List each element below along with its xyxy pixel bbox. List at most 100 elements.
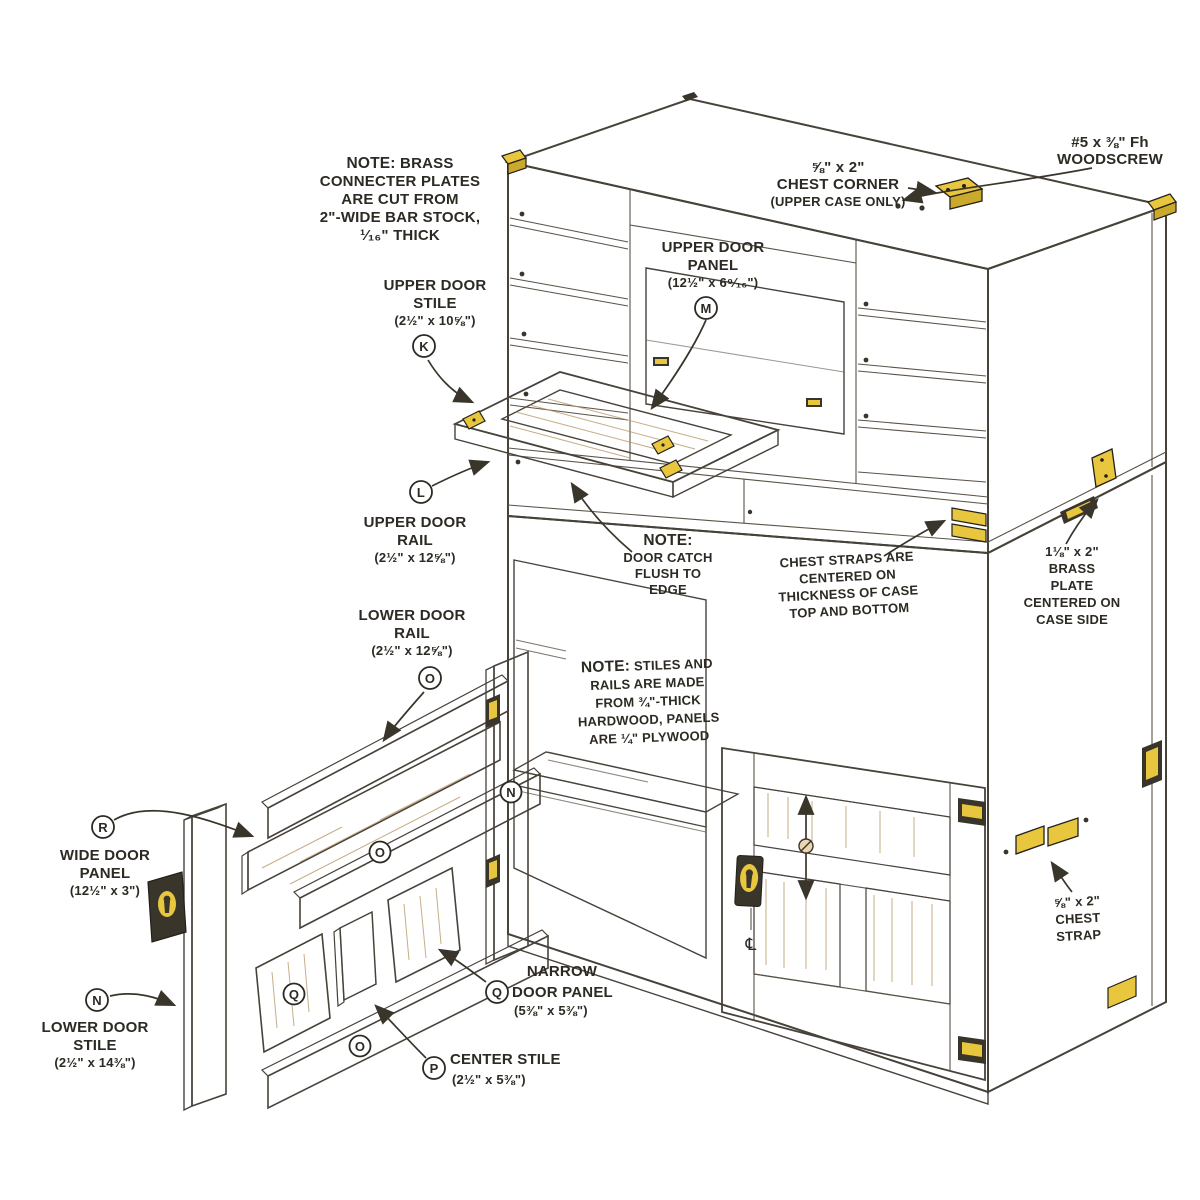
latch-plate-part xyxy=(147,871,187,943)
leader-lower-door-stile xyxy=(109,990,177,1007)
brass-plate-hardware xyxy=(1091,448,1117,488)
left-shelves xyxy=(509,211,629,421)
center-stile-part xyxy=(333,910,377,1008)
leader-chest-strap xyxy=(1050,860,1073,893)
svg-text:THICKNESS OF CASE: THICKNESS OF CASE xyxy=(778,582,919,604)
part-letter-o: O xyxy=(418,666,442,690)
part-letter-o-on-bottom-rail: O xyxy=(348,1034,372,1058)
svg-text:L: L xyxy=(417,485,425,500)
chest-corner-bottom-right xyxy=(1107,975,1137,1009)
svg-text:DOOR CATCH: DOOR CATCH xyxy=(623,550,712,565)
stile-hinge-bottom xyxy=(486,854,500,888)
compartment-shelf xyxy=(512,751,740,833)
upper-bottom-shelf xyxy=(507,447,989,523)
svg-text:K: K xyxy=(419,339,429,354)
back-edge-hinge xyxy=(1142,740,1162,788)
frame-edge-right xyxy=(672,428,779,499)
woodscrew-dot xyxy=(895,203,901,209)
lower-case-interior: ℄ xyxy=(512,559,986,1082)
svg-text:(2½" x 14⅜"): (2½" x 14⅜") xyxy=(54,1055,135,1070)
leader-upper-door-rail xyxy=(431,459,491,487)
svg-text:CENTER STILE: CENTER STILE xyxy=(450,1051,561,1068)
leader-upper-door-panel xyxy=(650,319,707,411)
labels: NOTE: BRASS CONNECTER PLATES ARE CUT FRO… xyxy=(42,134,1164,1087)
svg-text:CHEST: CHEST xyxy=(1055,910,1101,927)
svg-text:ARE ¼" PLYWOOD: ARE ¼" PLYWOOD xyxy=(589,728,710,747)
svg-text:⅝" x 2": ⅝" x 2" xyxy=(1054,893,1101,910)
svg-text:NOTE:: NOTE: xyxy=(643,532,692,549)
label-note-door-catch: NOTE: DOOR CATCH FLUSH TO EDGE xyxy=(623,532,712,597)
svg-text:NOTE: BRASS: NOTE: BRASS xyxy=(346,155,453,172)
svg-text:M: M xyxy=(700,301,711,316)
chest-corner-hardware xyxy=(895,177,984,211)
svg-text:TOP AND BOTTOM: TOP AND BOTTOM xyxy=(789,600,910,621)
label-lower-door-rail: LOWER DOOR RAIL (2½" x 12⅝") O xyxy=(359,607,465,690)
part-letter-m: M xyxy=(694,296,718,320)
rail-panel-assembly: N O xyxy=(241,650,542,966)
door-narrow-panel-left xyxy=(753,870,841,988)
label-brass-plate: 1⅛" x 2" BRASS PLATE CENTERED ON CASE SI… xyxy=(1024,544,1121,627)
svg-text:R: R xyxy=(98,820,108,835)
connecter-plate-center xyxy=(651,435,675,455)
label-upper-door-stile: UPPER DOOR STILE (2½" x 10⅝") K xyxy=(384,277,487,358)
label-center-stile: P CENTER STILE (2½" x 5⅜") xyxy=(422,1051,561,1087)
door-catch-left xyxy=(653,357,669,366)
svg-text:NOTE: STILES AND: NOTE: STILES AND xyxy=(581,655,713,677)
svg-text:⅝" x 2": ⅝" x 2" xyxy=(811,159,864,176)
label-note-stiles: NOTE: STILES AND RAILS ARE MADE FROM ¾"-… xyxy=(578,655,720,747)
upper-door-panel-part xyxy=(500,389,733,465)
svg-text:WIDE DOOR: WIDE DOOR xyxy=(60,847,150,864)
assembly-bottom-rail xyxy=(299,772,541,930)
top-rail-edge xyxy=(261,674,509,809)
svg-text:PANEL: PANEL xyxy=(688,257,739,274)
connecter-plate-left xyxy=(462,410,486,430)
wide-band-grain xyxy=(767,793,915,857)
opening-back-line xyxy=(645,339,845,373)
svg-text:(2½" x 10⅝"): (2½" x 10⅝") xyxy=(394,313,475,328)
door-wide-panel xyxy=(753,786,951,876)
upper-door-frame xyxy=(452,371,781,483)
svg-text:CASE SIDE: CASE SIDE xyxy=(1036,612,1108,627)
narrow-panel-right-part xyxy=(387,866,461,984)
svg-text:CHEST STRAPS ARE: CHEST STRAPS ARE xyxy=(779,549,914,571)
leader-woodscrew xyxy=(901,167,1093,204)
svg-text:(2½" x 5⅜"): (2½" x 5⅜") xyxy=(452,1072,526,1087)
part-letter-n: N xyxy=(85,988,109,1012)
chest-case: ℄ xyxy=(501,92,1177,1105)
svg-text:CENTERED ON: CENTERED ON xyxy=(799,566,896,586)
svg-text:1⅛" x 2": 1⅛" x 2" xyxy=(1045,544,1099,559)
svg-text:(12½" x 3"): (12½" x 3") xyxy=(70,883,140,898)
leader-arrows xyxy=(109,167,1099,1059)
svg-text:RAIL: RAIL xyxy=(397,532,433,549)
part-letter-p: P xyxy=(422,1056,446,1080)
svg-text:RAILS ARE MADE: RAILS ARE MADE xyxy=(590,674,705,693)
label-wide-door-panel: R WIDE DOOR PANEL (12½" x 3") xyxy=(60,815,150,898)
svg-text:N: N xyxy=(506,785,516,800)
narrow-panel-left-part xyxy=(255,932,331,1054)
right-shelves xyxy=(857,301,987,483)
lower-door-stile-part xyxy=(183,802,227,1112)
centered-dimension-arrow xyxy=(797,794,815,901)
upper-door-assembly xyxy=(452,371,781,499)
chest-corner-front-left xyxy=(501,149,527,175)
part-letter-k: K xyxy=(412,334,436,358)
svg-text:2"-WIDE BAR STOCK,: 2"-WIDE BAR STOCK, xyxy=(320,209,480,226)
centerline-symbol: ℄ xyxy=(745,935,757,955)
svg-text:UPPER DOOR: UPPER DOOR xyxy=(384,277,487,294)
lower-door: ℄ xyxy=(721,746,986,1082)
seam-hinge xyxy=(1060,496,1098,524)
svg-text:DOOR PANEL: DOOR PANEL xyxy=(512,984,613,1001)
leader-upper-door-stile xyxy=(427,359,475,404)
exploded-lower-door: N O Q xyxy=(147,650,550,1112)
long-bottom-rail-part: O xyxy=(260,929,550,1110)
part-letter-o-on-rail: O xyxy=(368,840,392,864)
label-woodscrew: #5 x ⅜" Fh WOODSCREW xyxy=(1057,134,1163,168)
svg-text:Q: Q xyxy=(492,985,502,1000)
svg-text:BRASS: BRASS xyxy=(1049,561,1096,576)
part-letter-l: L xyxy=(409,480,433,504)
label-upper-door-panel: UPPER DOOR PANEL (12½" x 6⁹⁄₁₆") M xyxy=(662,239,764,320)
svg-text:ARE CUT FROM: ARE CUT FROM xyxy=(341,191,458,208)
door-hinge-bottom xyxy=(958,1036,986,1064)
svg-text:(UPPER CASE ONLY): (UPPER CASE ONLY) xyxy=(770,194,905,209)
svg-text:FROM ¾"-THICK: FROM ¾"-THICK xyxy=(595,692,701,711)
